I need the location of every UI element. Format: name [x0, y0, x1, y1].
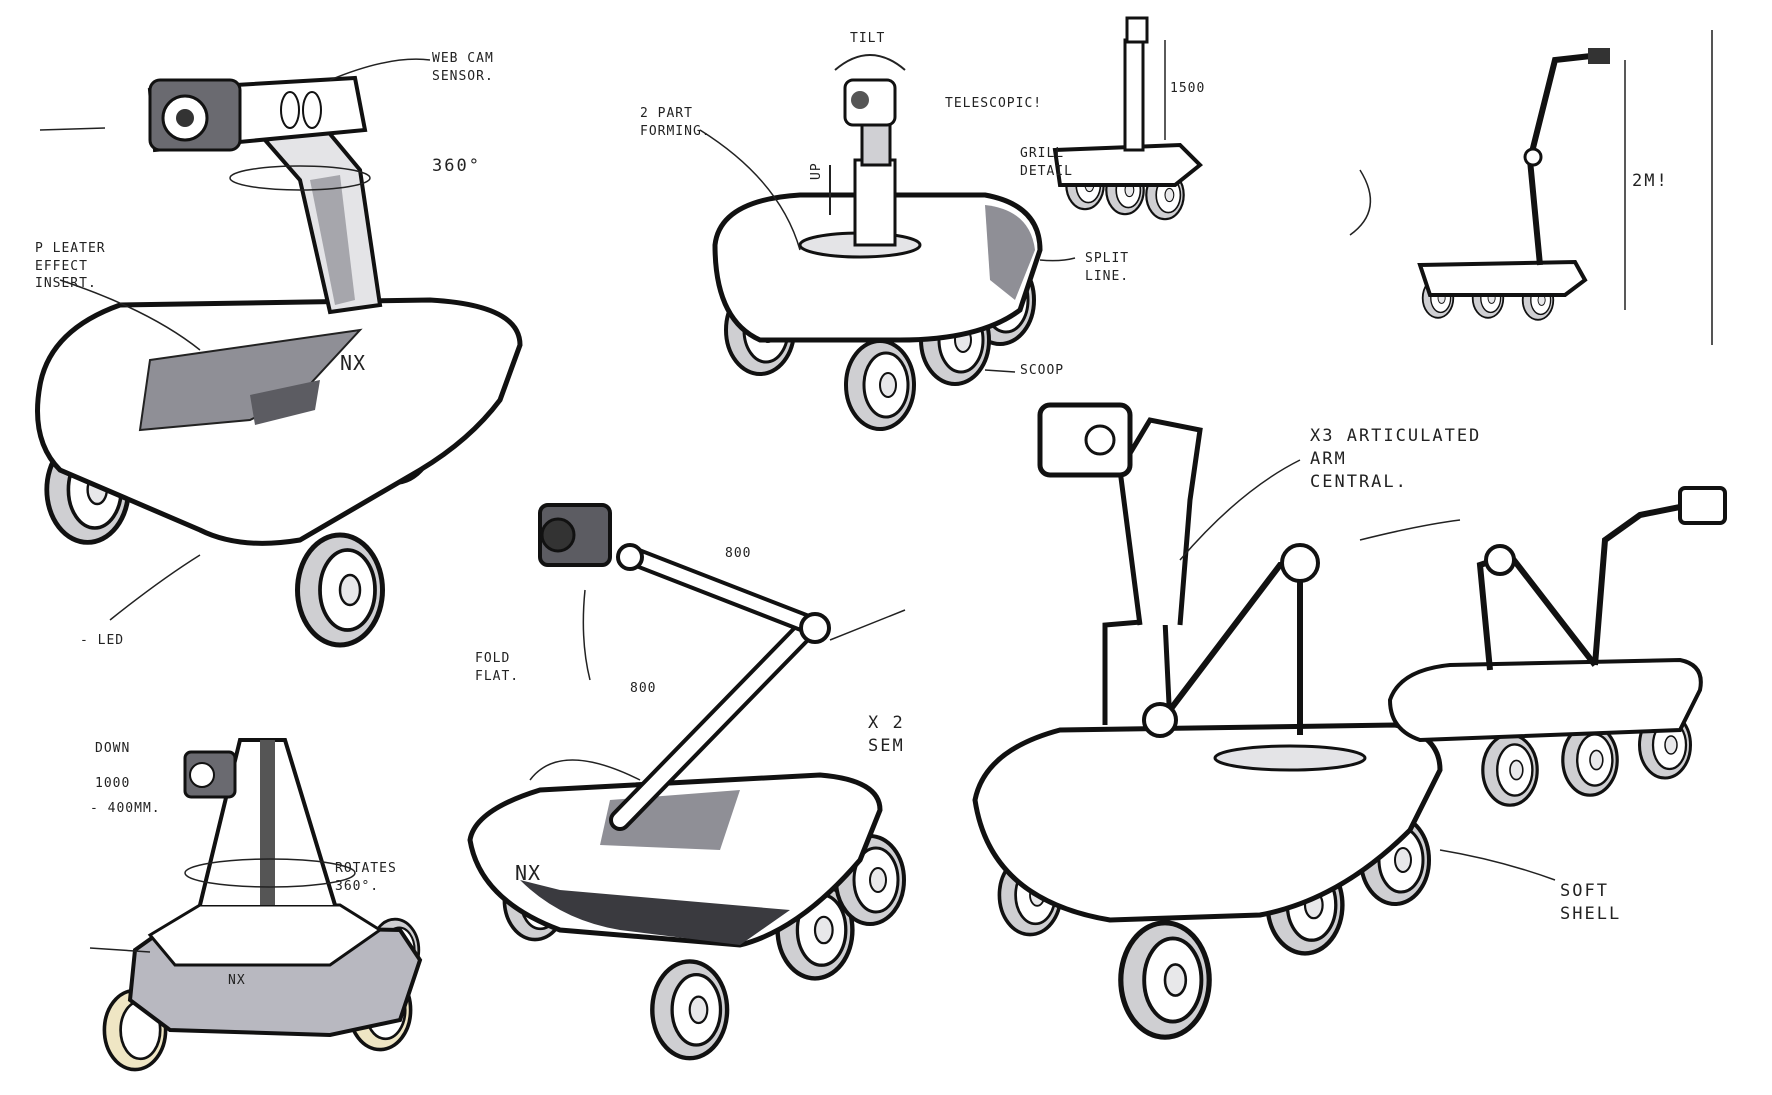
- sketch-rover-robotic-arm: [467, 503, 906, 1058]
- note-360-top: 360°: [432, 156, 481, 176]
- note-nx-logo-c: NX: [228, 973, 246, 988]
- note-height-1500: 1500: [1170, 81, 1206, 96]
- note-led: - LED: [80, 633, 125, 648]
- sketch-rover-tall-pole: [1052, 16, 1203, 221]
- note-1000: 1000: [95, 776, 131, 791]
- note-nx-logo-a: NX: [340, 351, 367, 375]
- sketch-rover-2m-arm: [1349, 30, 1713, 345]
- sketch-rover-articulated-arm: [972, 402, 1556, 1037]
- sketch-rover-pole-camera: [89, 738, 423, 1072]
- note-tilt: TILT: [850, 31, 886, 46]
- note-up: UP: [809, 162, 824, 180]
- note-arm-800-mid: 800: [630, 681, 657, 696]
- sketch-rover-telescopic: [699, 54, 1076, 431]
- note-2m: 2M!: [1632, 171, 1669, 191]
- note-nx-logo-b: NX: [515, 861, 542, 885]
- note-telescopic: TELESCOPIC!: [945, 96, 1043, 111]
- note-scoop: SCOOP: [1020, 363, 1065, 378]
- sketch-rover-articulated-arm-small: [1387, 486, 1727, 807]
- note-down: DOWN: [95, 741, 131, 756]
- note-400mm: - 400MM.: [90, 801, 161, 816]
- sketch-rover-webcam: [35, 58, 523, 645]
- note-arm-800-top: 800: [725, 546, 752, 561]
